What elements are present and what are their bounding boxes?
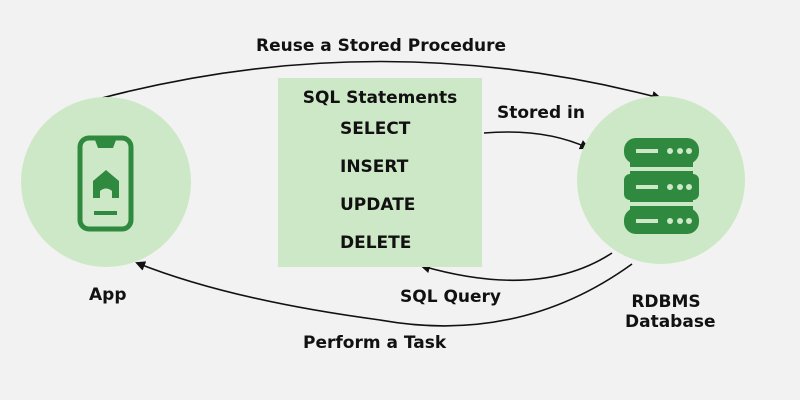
database-label-line1: RDBMS: [631, 292, 701, 312]
perform-task-arrow: [135, 261, 633, 327]
statement-update: UPDATE: [340, 195, 416, 215]
database-label-line2: Database: [625, 311, 716, 332]
statement-select: SELECT: [340, 119, 411, 139]
sql-statements-panel: SQL Statements SELECT INSERT UPDATE DELE…: [278, 78, 482, 267]
reuse-procedure-arrow: [101, 60, 662, 101]
database-label: RDBMS Database: [625, 292, 715, 332]
sql-statements-title: SQL Statements: [302, 88, 458, 108]
sql-statements-list: SELECT INSERT UPDATE DELETE: [340, 118, 415, 270]
sql-query-label: SQL Query: [400, 287, 501, 307]
statement-delete: DELETE: [340, 233, 412, 253]
perform-task-label: Perform a Task: [303, 333, 447, 353]
stored-in-arrow: [483, 131, 590, 150]
statement-insert: INSERT: [340, 157, 409, 177]
stored-in-label: Stored in: [497, 103, 585, 123]
app-label: App: [89, 285, 127, 305]
reuse-procedure-label: Reuse a Stored Procedure: [256, 36, 507, 56]
